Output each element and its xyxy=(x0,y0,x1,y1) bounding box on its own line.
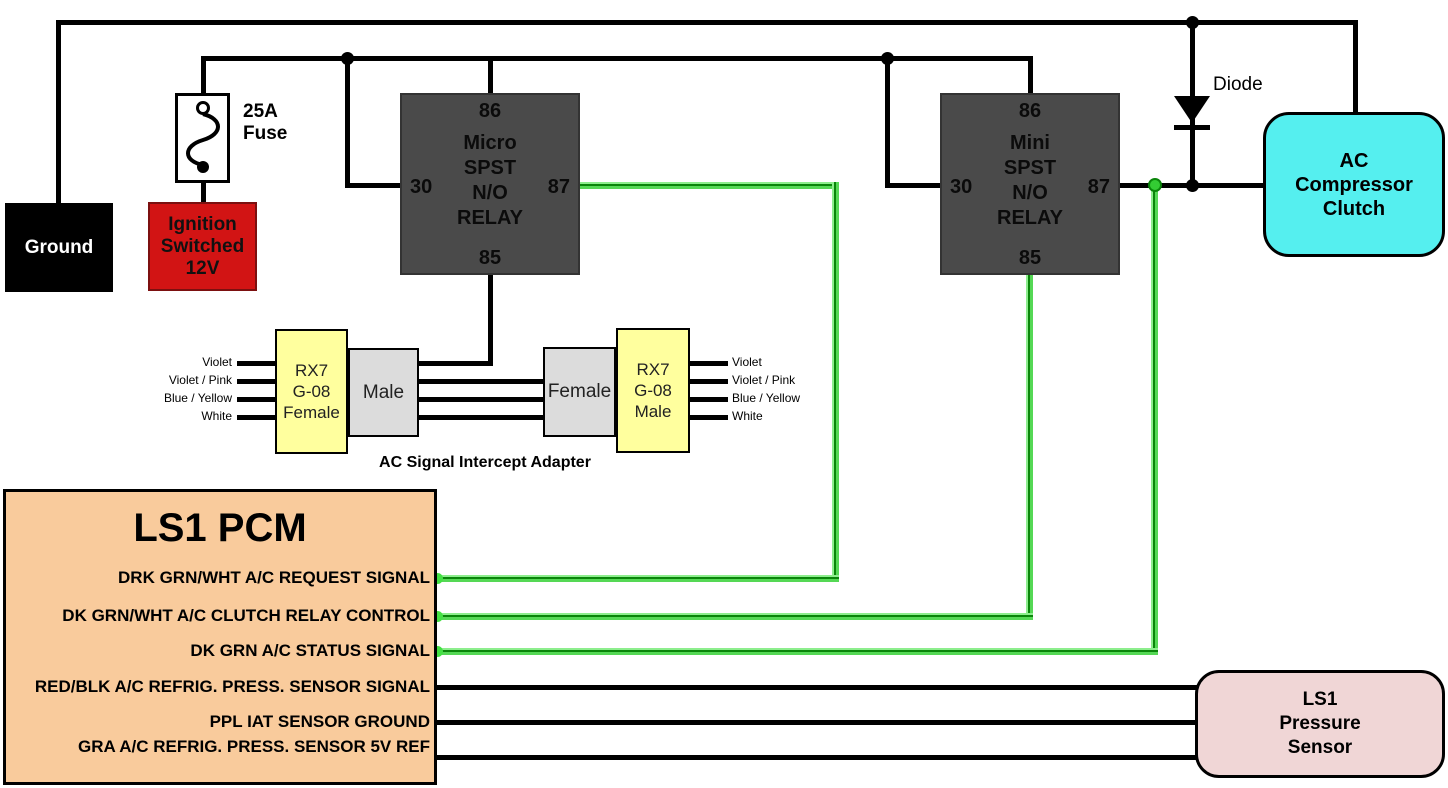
wire-stub-white-left xyxy=(237,415,277,420)
wire-green-request-h-top xyxy=(578,182,839,189)
diode-icon xyxy=(1174,96,1210,130)
pcm-signal-iat-ground: PPL IAT SENSOR GROUND xyxy=(209,712,430,731)
wire-stub-violet-left xyxy=(237,361,277,366)
wire-adapter-row2 xyxy=(418,379,545,384)
adapter-caption: AC Signal Intercept Adapter xyxy=(379,454,591,471)
wire-label-violetpink-right: Violet / Pink xyxy=(732,373,796,387)
wire-top-bus xyxy=(56,20,1358,25)
mini-relay-pin-85: 85 xyxy=(1018,247,1042,269)
wire-green-clutch-control-v xyxy=(1026,273,1033,620)
wire-micro-pin30-lead xyxy=(345,183,402,188)
wire-green-request-h-bottom xyxy=(435,575,839,582)
wire-stub-blueyellow-right xyxy=(688,397,728,402)
fuse-symbol xyxy=(175,93,230,183)
ignition-12v-box: Ignition Switched 12V xyxy=(148,202,257,291)
wire-micro-pin85-lead-v xyxy=(488,273,493,365)
wire-adapter-row3 xyxy=(418,397,545,402)
mini-relay-box: 86 30 87 85 Mini SPST N/O RELAY xyxy=(940,93,1120,275)
pcm-signal-ac-status: DK GRN A/C STATUS SIGNAL xyxy=(190,641,430,660)
micro-relay-pin-85: 85 xyxy=(478,247,502,269)
wire-mini-pin86-lead xyxy=(1028,56,1033,95)
wire-stub-violetpink-right xyxy=(688,379,728,384)
pcm-signal-clutch-relay-control: DK GRN/WHT A/C CLUTCH RELAY CONTROL xyxy=(62,606,430,625)
female-plug: Female xyxy=(543,347,616,437)
wire-label-violet-right: Violet xyxy=(732,355,762,369)
wire-pressure-signal xyxy=(435,685,1197,690)
female-plug-label: Female xyxy=(547,381,612,402)
ground-label: Ground xyxy=(24,236,94,258)
wire-pressure-5vref xyxy=(435,755,1197,760)
wire-green-clutch-control-h xyxy=(435,613,1033,620)
male-plug-label: Male xyxy=(362,381,405,403)
rx7-g08-female-connector: RX7 G-08 Female xyxy=(275,329,348,454)
wire-stub-white-right xyxy=(688,415,728,420)
wire-ignition-bus xyxy=(201,56,1033,61)
junction-dot-diode-top xyxy=(1186,16,1199,29)
green-wire-endcap-3 xyxy=(432,646,443,657)
wire-label-blueyellow-right: Blue / Yellow xyxy=(732,391,801,405)
wire-iat-ground xyxy=(435,720,1197,725)
wire-micro-pin30-riser xyxy=(345,56,350,186)
junction-dot-diode-bottom xyxy=(1186,179,1199,192)
wire-green-status-v xyxy=(1151,182,1158,655)
wire-stub-violet-right xyxy=(688,361,728,366)
wire-micro-pin85-lead-h xyxy=(418,361,493,366)
green-wire-endcap-1 xyxy=(432,573,443,584)
wire-label-violetpink-left: Violet / Pink xyxy=(168,373,232,387)
micro-relay-pin-86: 86 xyxy=(478,100,502,122)
wire-label-white-right: White xyxy=(732,409,763,423)
pcm-signal-5v-ref: GRA A/C REFRIG. PRESS. SENSOR 5V REF xyxy=(77,737,430,756)
micro-relay-pin-30: 30 xyxy=(410,176,433,198)
wire-green-status-h xyxy=(435,648,1158,655)
wire-fuse-top-lead xyxy=(201,56,206,108)
green-wire-endcap-2 xyxy=(432,611,443,622)
mini-relay-pin-87: 87 xyxy=(1087,176,1110,198)
micro-relay-pin-87: 87 xyxy=(547,176,570,198)
fuse-element-icon xyxy=(186,101,220,173)
ls1-pressure-sensor-box: LS1 Pressure Sensor xyxy=(1195,670,1445,778)
ac-compressor-clutch-box: AC Compressor Clutch xyxy=(1263,112,1445,257)
ls1-pcm-box xyxy=(3,489,437,785)
wire-clutch-riser xyxy=(1353,20,1358,114)
rx7-g08-male-connector: RX7 G-08 Male xyxy=(616,328,690,453)
micro-relay-box: 86 30 87 85 Micro SPST N/O RELAY xyxy=(400,93,580,275)
wire-micro-pin86-lead xyxy=(488,56,493,95)
pcm-signal-ac-request: DRK GRN/WHT A/C REQUEST SIGNAL xyxy=(118,568,430,587)
fuse-label: 25A Fuse xyxy=(243,101,288,144)
wire-mini-pin30-riser xyxy=(885,56,890,186)
wire-label-white-left: White xyxy=(201,409,232,423)
wire-adapter-row4 xyxy=(418,415,545,420)
junction-dot-ignition-bus-right xyxy=(881,52,894,65)
mini-relay-name: Mini SPST N/O RELAY xyxy=(997,132,1063,229)
wire-fuse-bottom-lead xyxy=(201,166,206,204)
pcm-signal-pressure-sensor-signal: RED/BLK A/C REFRIG. PRESS. SENSOR SIGNAL xyxy=(34,677,430,696)
ground-box: Ground xyxy=(5,203,113,292)
wire-green-request-v xyxy=(832,182,839,582)
wire-mini-pin30-lead xyxy=(885,183,942,188)
wire-stub-blueyellow-left xyxy=(237,397,277,402)
micro-relay-name: Micro SPST N/O RELAY xyxy=(457,132,523,229)
mini-relay-pin-86: 86 xyxy=(1018,100,1042,122)
wire-label-blueyellow-left: Blue / Yellow xyxy=(163,391,232,405)
junction-dot-ignition-bus-left xyxy=(341,52,354,65)
diode-label: Diode xyxy=(1213,74,1263,95)
male-plug: Male xyxy=(348,348,419,437)
wire-ground-riser xyxy=(56,20,61,205)
wire-stub-violetpink-left xyxy=(237,379,277,384)
wire-label-violet-left: Violet xyxy=(202,355,232,369)
ls1-pcm-title: LS1 PCM xyxy=(133,506,307,550)
mini-relay-pin-30: 30 xyxy=(950,176,973,198)
junction-dot-status-tap xyxy=(1148,178,1162,192)
